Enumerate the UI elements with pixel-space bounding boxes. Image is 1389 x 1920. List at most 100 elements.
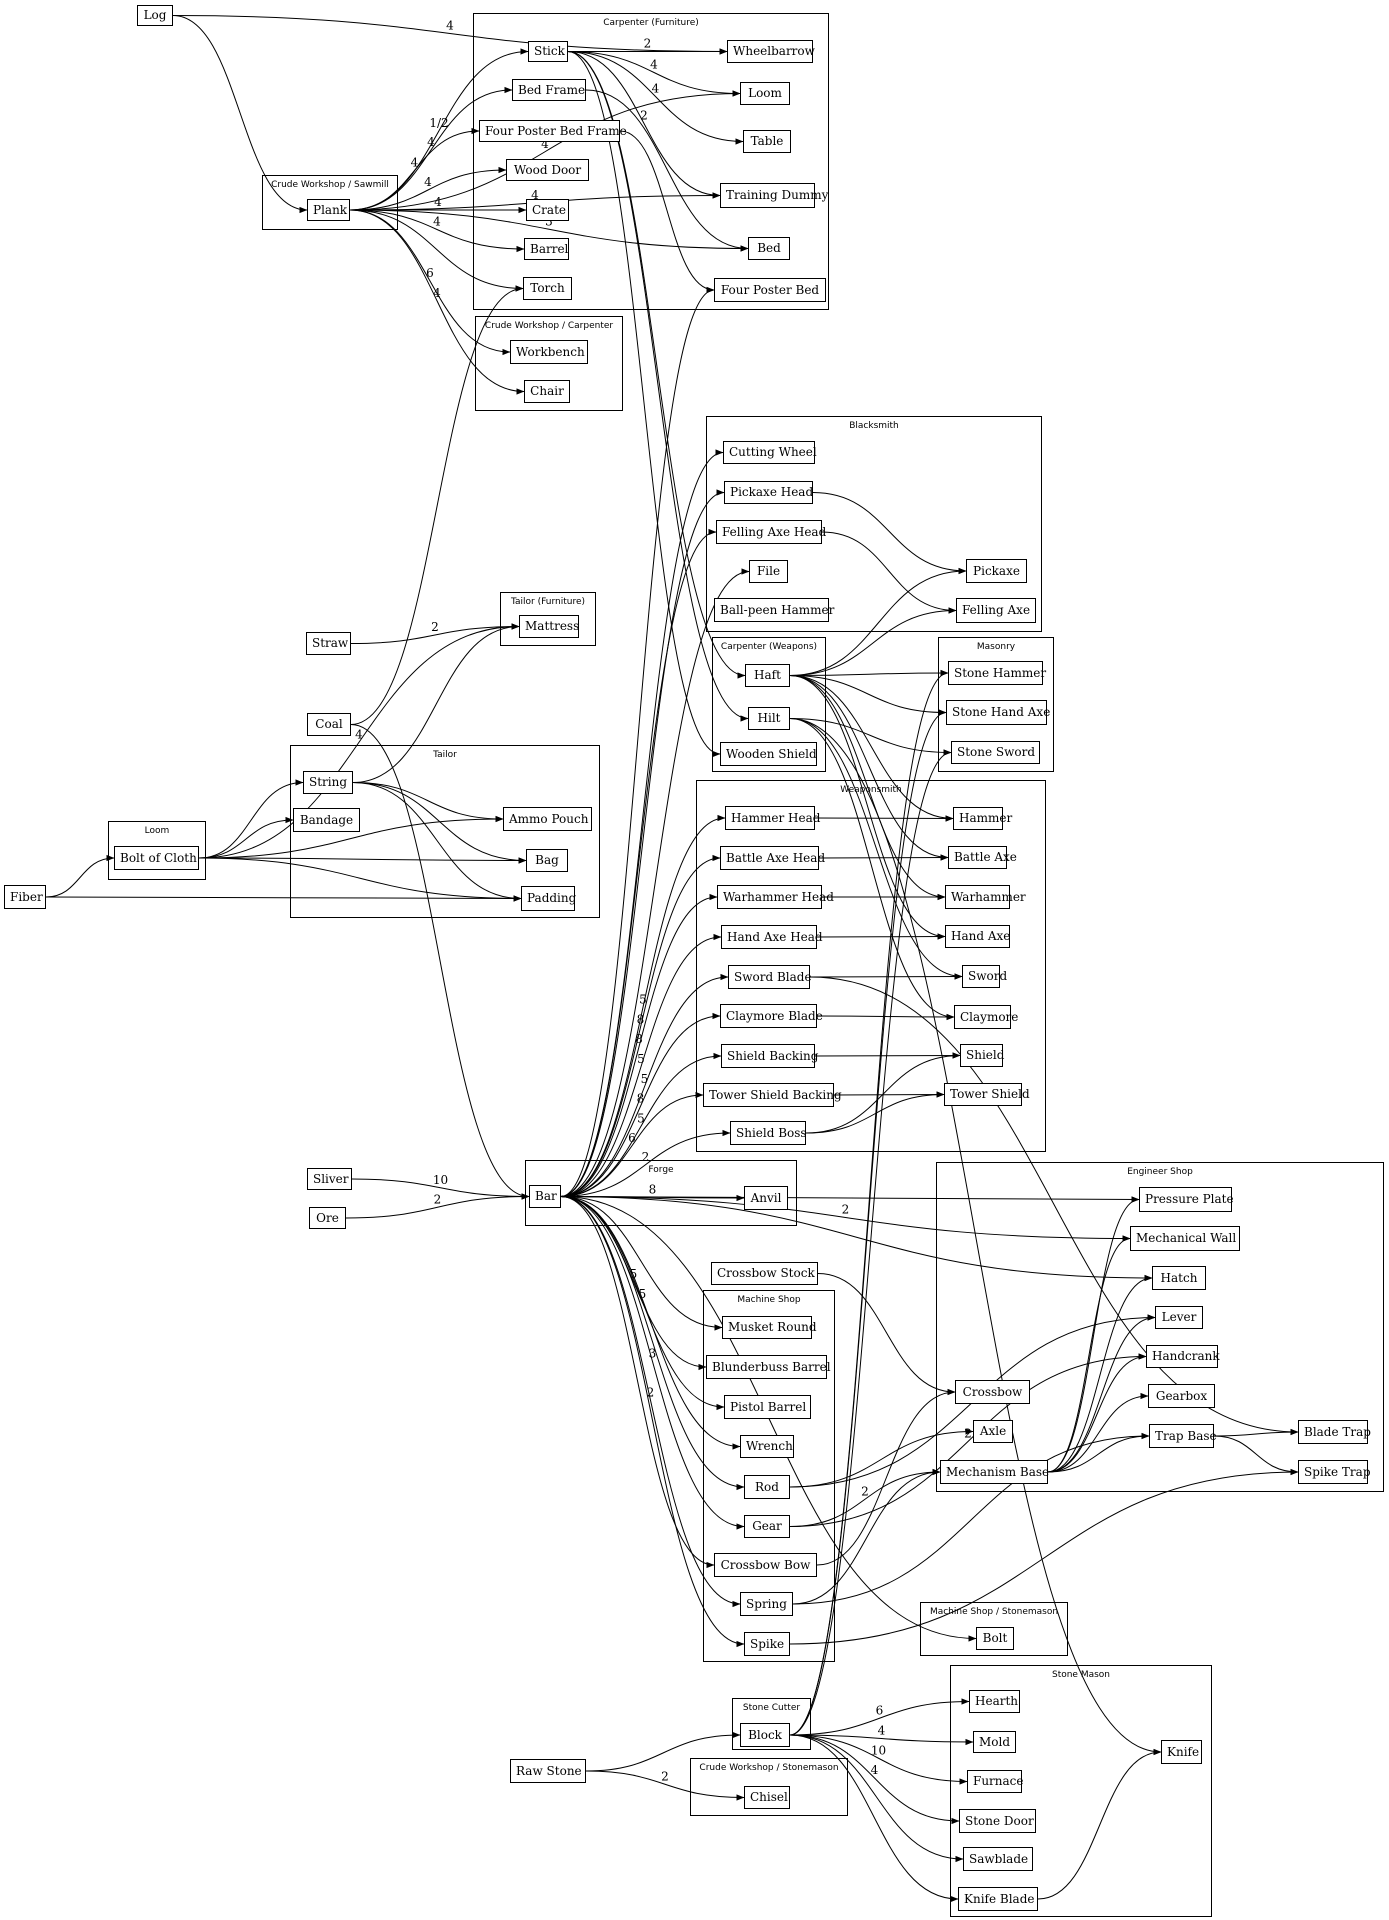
node-hand-axe-head[interactable]: Hand Axe Head xyxy=(721,925,823,949)
node-torch[interactable]: Torch xyxy=(523,277,572,300)
node-wrench[interactable]: Wrench xyxy=(740,1435,794,1458)
node-four-poster-bed-frame[interactable]: Four Poster Bed Frame xyxy=(479,120,627,142)
node-loom[interactable]: Loom xyxy=(740,82,790,105)
node-crossbow-bow[interactable]: Crossbow Bow xyxy=(714,1553,817,1577)
node-wheelbarrow[interactable]: Wheelbarrow xyxy=(727,40,815,63)
node-workbench[interactable]: Workbench xyxy=(510,340,588,364)
edge-quantity-label: 10 xyxy=(433,1173,448,1187)
node-felling-axe[interactable]: Felling Axe xyxy=(956,598,1036,623)
node-shield[interactable]: Shield xyxy=(960,1044,1004,1067)
node-hand-axe[interactable]: Hand Axe xyxy=(945,925,1010,948)
node-spike-trap[interactable]: Spike Trap xyxy=(1298,1460,1371,1484)
node-file[interactable]: File xyxy=(749,560,788,583)
node-pressure-plate[interactable]: Pressure Plate xyxy=(1139,1187,1234,1212)
node-string[interactable]: String xyxy=(303,771,353,794)
node-mechanical-wall[interactable]: Mechanical Wall xyxy=(1130,1226,1240,1251)
node-axle[interactable]: Axle xyxy=(973,1420,1013,1443)
node-log[interactable]: Log xyxy=(137,5,173,26)
edge-stick-to-hilt xyxy=(567,51,749,722)
node-spike[interactable]: Spike xyxy=(744,1632,790,1656)
node-bed[interactable]: Bed xyxy=(748,237,790,260)
node-knife[interactable]: Knife xyxy=(1161,1740,1202,1764)
node-mechanism-base[interactable]: Mechanism Base xyxy=(940,1460,1049,1484)
edge-boltcloth-to-padding xyxy=(198,857,522,902)
node-claymore-blade[interactable]: Claymore Blade xyxy=(720,1004,823,1028)
node-mattress[interactable]: Mattress xyxy=(519,615,579,638)
node-mold[interactable]: Mold xyxy=(973,1731,1016,1753)
node-tower-shield-backing[interactable]: Tower Shield Backing xyxy=(703,1083,842,1107)
node-shield-backing[interactable]: Shield Backing xyxy=(721,1044,818,1068)
node-sawblade[interactable]: Sawblade xyxy=(963,1847,1033,1871)
node-ammo-pouch[interactable]: Ammo Pouch xyxy=(503,807,592,831)
node-bandage[interactable]: Bandage xyxy=(293,808,360,832)
node-straw[interactable]: Straw xyxy=(306,632,351,655)
node-hearth[interactable]: Hearth xyxy=(969,1690,1020,1713)
cluster-label: Masonry xyxy=(976,642,1016,652)
node-bag[interactable]: Bag xyxy=(526,849,568,872)
node-rod[interactable]: Rod xyxy=(744,1475,790,1499)
node-warhammer-head[interactable]: Warhammer Head xyxy=(717,885,834,909)
node-haft[interactable]: Haft xyxy=(745,664,790,687)
node-bolt-of-cloth[interactable]: Bolt of Cloth xyxy=(114,846,199,870)
node-hilt[interactable]: Hilt xyxy=(748,707,790,730)
node-sliver[interactable]: Sliver xyxy=(307,1168,352,1190)
node-bolt[interactable]: Bolt xyxy=(976,1627,1014,1650)
node-ball-peen-hammer[interactable]: Ball-peen Hammer xyxy=(714,598,834,622)
node-trap-base[interactable]: Trap Base xyxy=(1149,1424,1217,1448)
node-warhammer[interactable]: Warhammer xyxy=(945,885,1026,909)
node-gearbox[interactable]: Gearbox xyxy=(1148,1384,1215,1408)
node-spring[interactable]: Spring xyxy=(740,1592,793,1616)
edge-haft-to-handaxe xyxy=(789,675,946,940)
node-furnace[interactable]: Furnace xyxy=(967,1770,1024,1793)
node-wood-door[interactable]: Wood Door xyxy=(506,159,589,181)
node-four-poster-bed[interactable]: Four Poster Bed xyxy=(714,278,826,302)
node-cutting-wheel[interactable]: Cutting Wheel xyxy=(723,441,817,464)
node-block[interactable]: Block xyxy=(740,1723,790,1747)
node-barrel[interactable]: Barrel xyxy=(524,238,569,260)
node-chair[interactable]: Chair xyxy=(524,380,570,403)
node-padding[interactable]: Padding xyxy=(521,886,576,911)
node-pickaxe-head[interactable]: Pickaxe Head xyxy=(724,481,813,504)
node-bar[interactable]: Bar xyxy=(529,1185,561,1208)
node-felling-axe-head[interactable]: Felling Axe Head xyxy=(716,520,826,544)
node-hammer[interactable]: Hammer xyxy=(953,807,1012,830)
node-sword-blade[interactable]: Sword Blade xyxy=(728,965,812,989)
node-coal[interactable]: Coal xyxy=(307,713,351,736)
node-blunderbuss-barrel[interactable]: Blunderbuss Barrel xyxy=(706,1355,831,1379)
node-battle-axe[interactable]: Battle Axe xyxy=(948,846,1017,869)
node-raw-stone[interactable]: Raw Stone xyxy=(510,1759,586,1783)
node-training-dummy[interactable]: Training Dummy xyxy=(720,183,828,208)
node-anvil[interactable]: Anvil xyxy=(744,1186,788,1210)
node-chisel[interactable]: Chisel xyxy=(744,1786,790,1809)
node-crossbow[interactable]: Crossbow xyxy=(955,1380,1030,1404)
node-stone-hammer[interactable]: Stone Hammer xyxy=(948,661,1046,685)
node-table[interactable]: Table xyxy=(743,130,791,153)
node-handcrank[interactable]: Handcrank xyxy=(1146,1345,1220,1368)
node-sword[interactable]: Sword xyxy=(962,965,1007,988)
node-blade-trap[interactable]: Blade Trap xyxy=(1298,1420,1371,1444)
node-musket-round[interactable]: Musket Round xyxy=(722,1316,817,1339)
node-bed-frame[interactable]: Bed Frame xyxy=(512,79,586,101)
node-claymore[interactable]: Claymore xyxy=(954,1005,1018,1029)
node-crate[interactable]: Crate xyxy=(526,199,569,221)
node-gear[interactable]: Gear xyxy=(744,1515,790,1538)
node-hammer-head[interactable]: Hammer Head xyxy=(725,806,820,830)
node-fiber[interactable]: Fiber xyxy=(4,885,46,909)
node-stone-hand-axe[interactable]: Stone Hand Axe xyxy=(946,700,1050,725)
node-crossbow-stock[interactable]: Crossbow Stock xyxy=(711,1262,818,1285)
node-shield-boss[interactable]: Shield Boss xyxy=(730,1121,807,1145)
node-knife-blade[interactable]: Knife Blade xyxy=(958,1887,1038,1911)
node-battle-axe-head[interactable]: Battle Axe Head xyxy=(720,846,825,870)
node-wooden-shield[interactable]: Wooden Shield xyxy=(720,742,817,766)
node-stick[interactable]: Stick xyxy=(528,41,568,62)
node-hatch[interactable]: Hatch xyxy=(1152,1266,1206,1290)
node-plank[interactable]: Plank xyxy=(307,199,350,221)
node-stone-door[interactable]: Stone Door xyxy=(959,1809,1036,1833)
node-stone-sword[interactable]: Stone Sword xyxy=(951,741,1040,764)
edge-bedframe-to-bed xyxy=(585,89,749,252)
node-pistol-barrel[interactable]: Pistol Barrel xyxy=(724,1395,811,1419)
node-ore[interactable]: Ore xyxy=(309,1207,346,1229)
node-lever[interactable]: Lever xyxy=(1155,1306,1203,1329)
node-tower-shield[interactable]: Tower Shield xyxy=(944,1083,1030,1106)
node-pickaxe[interactable]: Pickaxe xyxy=(966,559,1027,583)
